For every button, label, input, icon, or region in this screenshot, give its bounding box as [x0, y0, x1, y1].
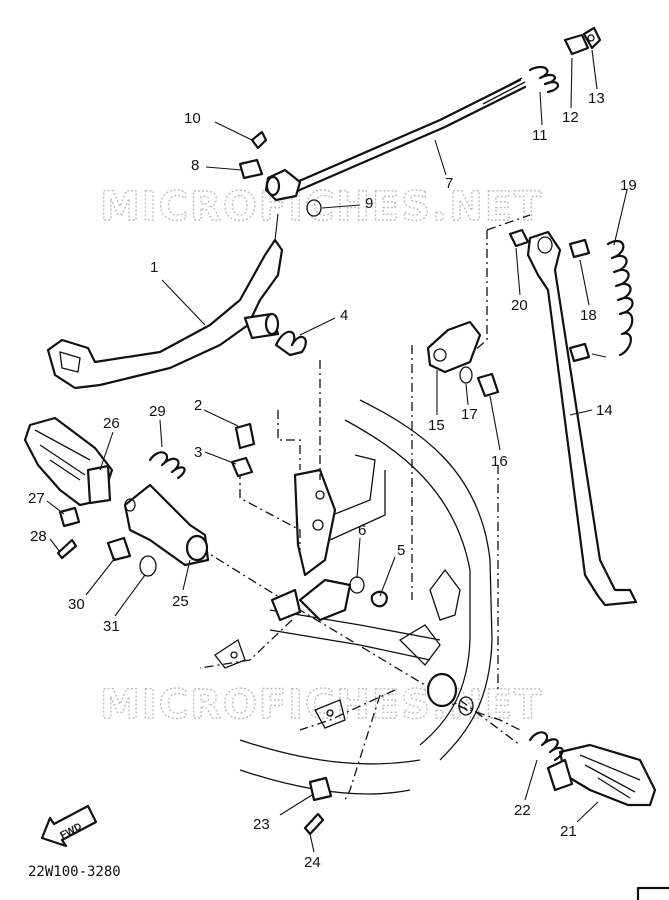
callout-9: 9	[365, 195, 373, 212]
callout-6: 6	[358, 522, 366, 539]
callout-30: 30	[68, 596, 85, 613]
callout-29: 29	[149, 403, 166, 420]
clevis-pin	[238, 130, 322, 217]
corner-mark	[636, 886, 669, 900]
callout-10: 10	[184, 110, 201, 127]
callout-8: 8	[191, 157, 199, 174]
callout-1: 1	[150, 259, 158, 276]
callout-14: 14	[596, 402, 613, 419]
callout-13: 13	[588, 90, 605, 107]
callout-15: 15	[428, 417, 445, 434]
callout-11: 11	[532, 127, 548, 144]
watermark-top: MICROFICHES.NET	[100, 184, 543, 230]
callout-21: 21	[560, 823, 577, 840]
callout-20: 20	[511, 297, 528, 314]
callout-26: 26	[103, 415, 120, 432]
callout-16: 16	[491, 453, 508, 470]
callout-31: 31	[103, 618, 120, 635]
callout-2: 2	[194, 397, 202, 414]
side-stand	[426, 228, 638, 607]
left-footrest	[23, 416, 210, 577]
leader-lines	[46, 49, 628, 853]
callout-12: 12	[562, 109, 579, 126]
callout-24: 24	[304, 854, 321, 871]
callout-28: 28	[30, 528, 47, 545]
callout-5: 5	[397, 542, 405, 559]
callout-27: 27	[28, 490, 45, 507]
callout-19: 19	[620, 177, 637, 194]
brake-pedal	[46, 238, 284, 390]
callout-3: 3	[194, 444, 202, 461]
callout-17: 17	[461, 406, 478, 423]
diagram-code: 22W100-3280	[28, 864, 121, 880]
brake-rod	[264, 26, 602, 202]
callout-23: 23	[253, 816, 270, 833]
callout-labels: 1 2 3 4 5 6 7 8 9 10 11 12 13 14 15 16 1…	[28, 90, 637, 871]
small-hardware	[230, 422, 474, 716]
callout-18: 18	[580, 307, 597, 324]
fwd-arrow: FWD	[40, 804, 98, 848]
brake-pedal-spring	[274, 330, 307, 357]
right-footrest	[303, 731, 657, 836]
callout-25: 25	[172, 593, 189, 610]
callout-22: 22	[514, 802, 531, 819]
callout-4: 4	[340, 307, 348, 324]
callout-7: 7	[445, 175, 453, 192]
